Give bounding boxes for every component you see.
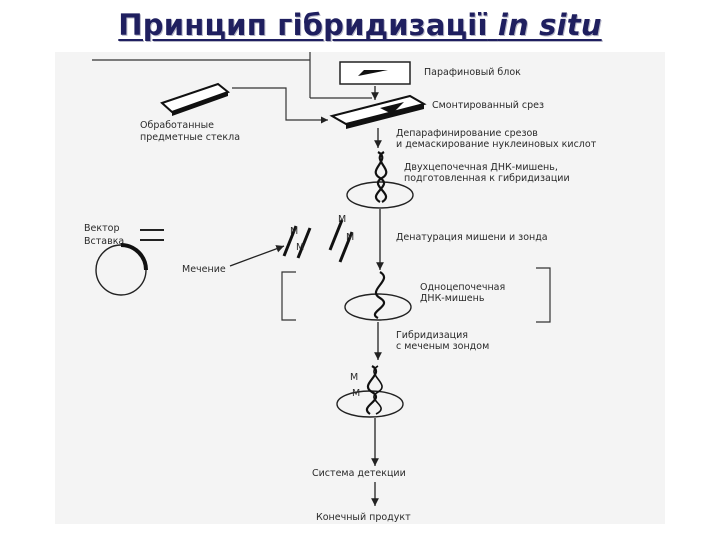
label-mounted-section: Смонтированный срез — [432, 100, 544, 111]
label-hybridization-2: с меченым зондом — [396, 341, 489, 352]
label-ds-target-2: подготовленная к гибридизации — [404, 173, 570, 184]
line-slides-to-section — [232, 88, 328, 120]
label-treated-slides-1: Обработанные — [140, 120, 214, 131]
arrow-labeling-to-probes — [230, 246, 284, 266]
label-deparaffinization-1: Депарафинирование срезов — [396, 128, 538, 139]
label-labeling: Мечение — [182, 264, 226, 275]
probe-mark-2: М — [296, 242, 304, 253]
treated-slide-icon — [162, 84, 228, 116]
right-bracket — [536, 268, 550, 322]
label-final-product: Конечный продукт — [316, 512, 411, 523]
probe-mark-5: М — [350, 372, 358, 383]
hybrid-complex-icon — [337, 366, 403, 417]
probe-mark-6: М — [352, 388, 360, 399]
top-bracket-line — [92, 52, 372, 98]
mounted-section-icon — [332, 96, 424, 129]
probe-mark-3: М — [338, 214, 346, 225]
label-ss-target-2: ДНК-мишень — [420, 293, 485, 304]
probe-mark-1: М — [290, 226, 298, 237]
ss-dna-target-icon — [345, 272, 411, 320]
label-deparaffinization-2: и демаскирование нуклеиновых кислот — [396, 139, 597, 150]
probe-mark-4: М — [346, 232, 354, 243]
paraffin-block — [340, 62, 410, 84]
label-paraffin-block: Парафиновый блок — [424, 67, 521, 78]
label-treated-slides-2: предметные стекла — [140, 132, 240, 143]
label-detection-system: Система детекции — [312, 468, 406, 479]
label-denaturation: Денатурация мишени и зонда — [396, 232, 548, 243]
left-bracket — [282, 272, 296, 320]
label-vector: Вектор — [84, 223, 119, 234]
label-ds-target-1: Двухцепочечная ДНК-мишень, — [404, 162, 558, 173]
label-ss-target-1: Одноцепочечная — [420, 282, 505, 293]
label-hybridization-1: Гибридизация — [396, 330, 468, 341]
plasmid-icon — [96, 245, 146, 295]
